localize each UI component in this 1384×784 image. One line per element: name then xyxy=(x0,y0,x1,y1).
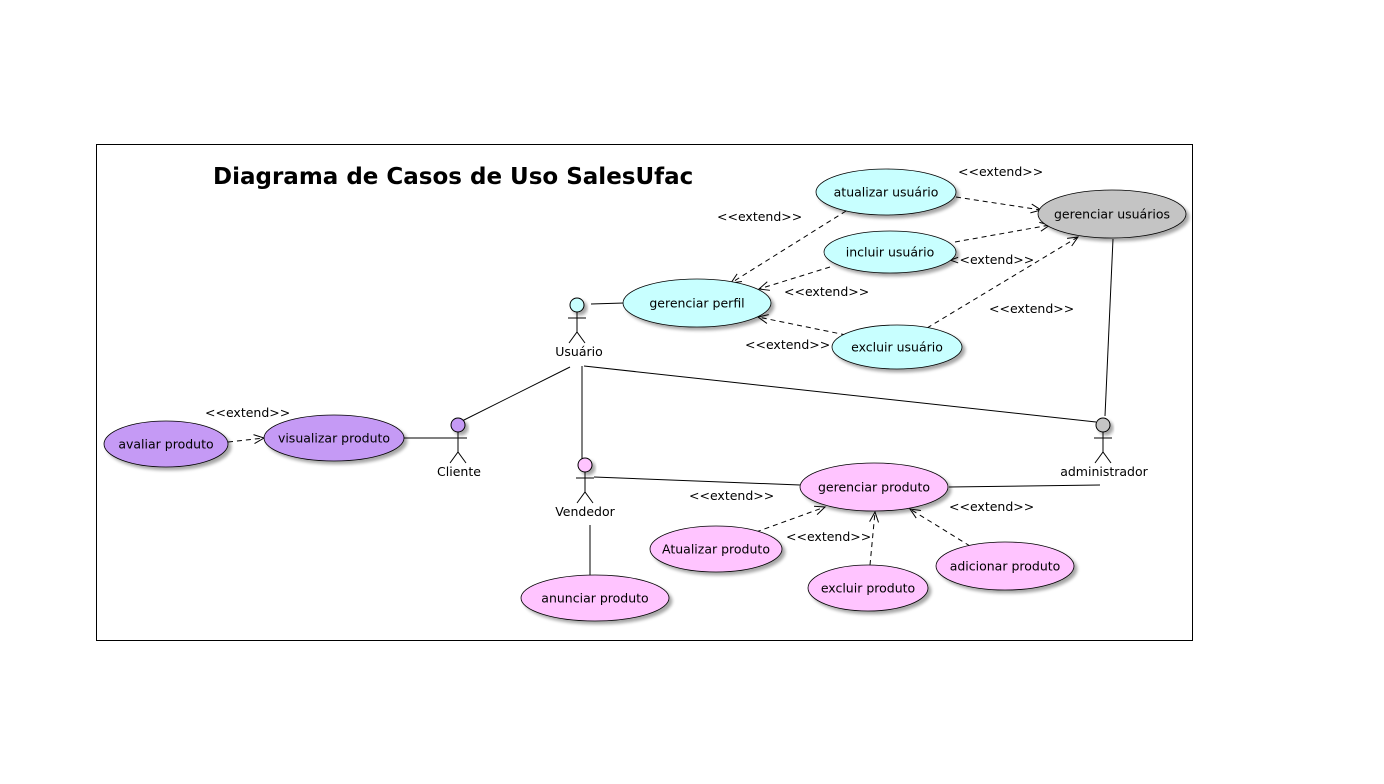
extend-stereotype-label: <<extend>> xyxy=(958,164,1043,179)
extend-line xyxy=(227,437,265,443)
extend-line xyxy=(757,316,847,336)
extend-stereotype-label: <<extend>> xyxy=(989,301,1074,316)
use-case-label: gerenciar perfil xyxy=(649,296,744,311)
use-case-avaliar-produto[interactable]: avaliar produto xyxy=(103,420,229,468)
extend-line xyxy=(926,236,1079,329)
actor-legs xyxy=(576,491,594,504)
association-usuario-gerenciar_perfil xyxy=(590,302,625,305)
use-case-label: atualizar usuário xyxy=(834,185,939,200)
use-case-layer: atualizar usuário incluir usuário excluir … xyxy=(103,168,1187,622)
extend-stereotype-label: <<extend>> xyxy=(745,337,830,352)
extend-stereotype-label: <<extend>> xyxy=(717,209,802,224)
use-case-ellipse xyxy=(815,168,957,216)
use-case-visualizar-produto[interactable]: visualizar produto xyxy=(263,414,405,462)
open-arrowhead xyxy=(908,508,921,519)
use-case-gerenciar-produto[interactable]: gerenciar produto xyxy=(799,462,949,512)
extend-stereotype-label: <<extend>> xyxy=(784,284,869,299)
extend-line xyxy=(909,508,971,547)
actor-head xyxy=(450,417,466,433)
use-case-ellipse xyxy=(831,324,963,370)
use-case-ellipse xyxy=(935,541,1075,591)
use-case-label: anunciar produto xyxy=(541,591,648,606)
extend-stereotype-label: <<extend>> xyxy=(205,405,290,420)
use-case-ellipse xyxy=(649,525,783,573)
actor-legs xyxy=(1094,451,1112,464)
use-case-atualizar-produto[interactable]: Atualizar produto xyxy=(649,525,783,573)
extend-stereotype-label: <<extend>> xyxy=(949,252,1034,267)
use-case-label: excluir produto xyxy=(821,581,915,596)
use-case-excluir-produto[interactable]: excluir produto xyxy=(807,564,929,612)
use-case-adicionar-produto[interactable]: adicionar produto xyxy=(935,541,1075,591)
use-case-label: adicionar produto xyxy=(950,559,1061,574)
use-case-label: gerenciar produto xyxy=(818,480,930,495)
extend-stereotype-label: <<extend>> xyxy=(689,488,774,503)
use-case-gerenciar-perfil[interactable]: gerenciar perfil xyxy=(622,278,772,328)
use-case-ellipse xyxy=(103,420,229,468)
actor-head xyxy=(577,457,593,473)
open-arrowhead xyxy=(869,510,879,523)
actor-label: Usuário xyxy=(555,344,603,359)
association-vendedor-gerenciar_produto xyxy=(593,476,801,486)
use-case-label: Atualizar produto xyxy=(662,542,770,557)
actor-cliente[interactable]: Cliente xyxy=(437,417,481,479)
open-arrowhead xyxy=(1067,236,1080,247)
extend-excluir_produto-gerenciar_produto xyxy=(869,510,879,566)
use-case-ellipse xyxy=(807,564,929,612)
use-case-ellipse xyxy=(1037,189,1187,239)
extend-atualizar_produto-gerenciar_produto xyxy=(755,505,827,533)
actor-legs xyxy=(449,451,467,464)
use-case-ellipse xyxy=(263,414,405,462)
extend-layer: <<extend>> <<extend>> <<extend>> <<extend>>… xyxy=(205,164,1080,566)
extend-adicionar_produto-gerenciar_produto xyxy=(908,508,971,547)
extend-stereotype-label: <<extend>> xyxy=(949,499,1034,514)
use-case-ellipse xyxy=(823,230,957,274)
actor-label: Vendedor xyxy=(555,504,615,519)
use-case-anunciar-produto[interactable]: anunciar produto xyxy=(520,574,670,622)
association-administrador-gerenciar_produto xyxy=(948,484,1101,488)
association-layer xyxy=(402,238,1114,575)
use-case-gerenciar-usuarios[interactable]: gerenciar usuários xyxy=(1037,189,1187,239)
open-arrowhead xyxy=(757,281,770,291)
association-administrador-gerenciar_usuarios xyxy=(1104,238,1114,417)
actor-usuario[interactable]: Usuário xyxy=(555,297,603,359)
extend-line xyxy=(954,224,1051,243)
actor-label: Cliente xyxy=(437,464,481,479)
use-case-label: incluir usuário xyxy=(846,245,935,260)
actor-head xyxy=(1095,417,1111,433)
actor-administrador[interactable]: administrador xyxy=(1060,417,1149,479)
extend-line xyxy=(730,210,847,284)
actor-legs xyxy=(568,331,586,344)
actor-label: administrador xyxy=(1060,464,1148,479)
use-case-label: visualizar produto xyxy=(278,431,390,446)
use-case-excluir-usuario[interactable]: excluir usuário xyxy=(831,324,963,370)
use-case-ellipse xyxy=(799,462,949,512)
association-cliente-usuario xyxy=(461,366,571,422)
use-case-label: excluir usuário xyxy=(851,340,943,355)
use-case-label: gerenciar usuários xyxy=(1054,207,1170,222)
association-administrador-usuario xyxy=(583,365,1097,423)
use-case-ellipse xyxy=(520,574,670,622)
diagram-title: Diagrama de Casos de Uso SalesUfac xyxy=(213,164,693,190)
use-case-atualizar-usuario[interactable]: atualizar usuário xyxy=(815,168,957,216)
extend-stereotype-label: <<extend>> xyxy=(786,529,871,544)
use-case-incluir-usuario[interactable]: incluir usuário xyxy=(823,230,957,274)
extend-excluir_usuario-gerenciar_usuarios xyxy=(926,236,1080,329)
use-case-ellipse xyxy=(622,278,772,328)
actor-vendedor[interactable]: Vendedor xyxy=(555,457,616,519)
actor-head xyxy=(569,297,585,313)
use-case-label: avaliar produto xyxy=(118,437,213,452)
open-arrowhead xyxy=(813,505,827,515)
extend-line xyxy=(758,266,831,290)
extend-line xyxy=(755,506,826,533)
extend-incluir_usuario-gerenciar_perfil xyxy=(757,266,831,291)
